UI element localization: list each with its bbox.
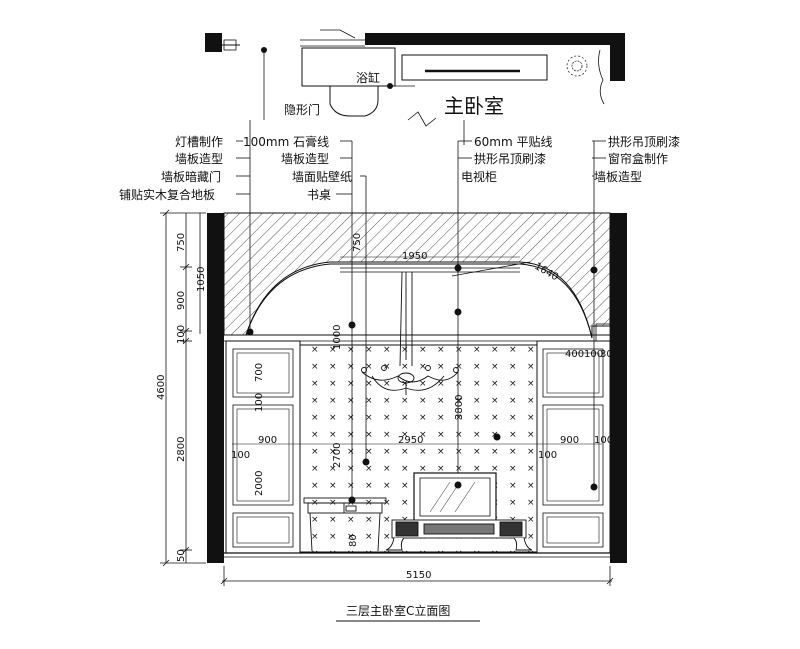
label-wall-panel-2: 墙板造型 — [281, 152, 329, 166]
dim-1050: 1050 — [196, 267, 207, 292]
wall-panels-left — [225, 340, 301, 554]
label-wallpaper: 墙面贴壁纸 — [292, 169, 352, 184]
dim-80: 80 — [348, 534, 359, 547]
title-block: 三层主卧室C立面图 — [336, 603, 480, 622]
wall-panels-right — [536, 340, 611, 554]
dim-100-inner: 100 — [254, 393, 265, 412]
dim-700: 700 — [254, 363, 265, 382]
dim-100-right: 100 — [584, 349, 603, 360]
labels-mid-column: 100mm 石膏线 墙板造型 墙面贴壁纸 书桌 — [243, 134, 352, 202]
labels-left-column: 灯槽制作 墙板造型 墙板暗藏门 铺贴实木复合地板 — [119, 135, 223, 202]
wallpaper-panel — [299, 344, 538, 553]
label-hidden-door: 墙板暗藏门 — [161, 169, 221, 184]
dim-900-right: 900 — [560, 435, 579, 446]
plan-fixture-label: 浴缸 — [356, 70, 380, 85]
plan-room-name: 主卧室 — [444, 94, 504, 118]
curtain-line — [598, 49, 605, 105]
labels-center-column: 60mm 平贴线 拱形吊顶刷漆 电视柜 — [461, 135, 552, 184]
dim-400: 400 — [565, 349, 584, 360]
labels-right-column: 拱形吊顶刷漆 窗帘盒制作 墙板造型 — [594, 135, 680, 184]
dim-100-h1: 100 — [231, 450, 250, 461]
label-curtain-box: 窗帘盒制作 — [608, 151, 668, 166]
label-arch-ceiling-2: 拱形吊顶刷漆 — [608, 135, 680, 149]
dim-750-inner: 750 — [352, 233, 363, 252]
desk — [303, 497, 387, 552]
dim-750: 750 — [176, 233, 187, 252]
chandelier-icon — [361, 271, 459, 395]
dim-100-h3: 100 — [538, 450, 557, 461]
bathtub — [301, 47, 396, 87]
label-tv-cabinet: 电视柜 — [461, 169, 497, 184]
dim-100-h2: 100 — [594, 435, 613, 446]
wall-section-left — [207, 213, 224, 563]
label-wood-floor: 铺贴实木复合地板 — [119, 187, 215, 202]
dim-50: 50 — [176, 549, 187, 562]
dim-4600: 4600 — [156, 375, 167, 400]
label-arch-ceiling: 拱形吊顶刷漆 — [474, 152, 546, 166]
elevation — [207, 212, 627, 563]
label-gypsum-line: 100mm 石膏线 — [243, 134, 329, 149]
plan-wall-left — [205, 33, 222, 52]
label-desk: 书桌 — [307, 188, 331, 202]
dim-900: 900 — [176, 291, 187, 310]
dim-2000: 2000 — [254, 471, 265, 496]
plan-wall-top — [365, 33, 610, 45]
dim-900-left: 900 — [258, 435, 277, 446]
plant-icon — [566, 55, 588, 77]
dim-2800: 2800 — [176, 437, 187, 462]
wall-section-right — [610, 213, 627, 563]
label-light-slot: 灯槽制作 — [175, 135, 223, 149]
plan-cabinet — [401, 54, 548, 81]
dimensions: 750 900 100 2800 50 4600 1050 1950 750 1… — [156, 209, 619, 586]
label-wall-panel: 墙板造型 — [175, 152, 223, 166]
tv-cabinet — [385, 519, 533, 551]
dim-3800: 3800 — [454, 395, 465, 420]
plan-door-label: 隐形门 — [284, 102, 320, 117]
label-flat-trim: 60mm 平贴线 — [474, 135, 552, 149]
dim-1000: 1000 — [332, 325, 343, 350]
dim-2700: 2700 — [332, 443, 343, 468]
floor-plan: 隐形门 浴缸 主卧室 — [205, 29, 625, 127]
drawing-title: 三层主卧室C立面图 — [346, 603, 450, 618]
dim-100: 100 — [176, 325, 187, 344]
plan-wall-right — [610, 33, 625, 81]
wall-mirror — [413, 472, 497, 522]
dim-300: 300 — [600, 349, 619, 360]
overall-width: 5150 — [406, 570, 431, 581]
label-wall-panel-3: 墙板造型 — [594, 170, 642, 184]
dim-1950: 1950 — [402, 251, 427, 262]
dim-2950: 2950 — [398, 435, 423, 446]
